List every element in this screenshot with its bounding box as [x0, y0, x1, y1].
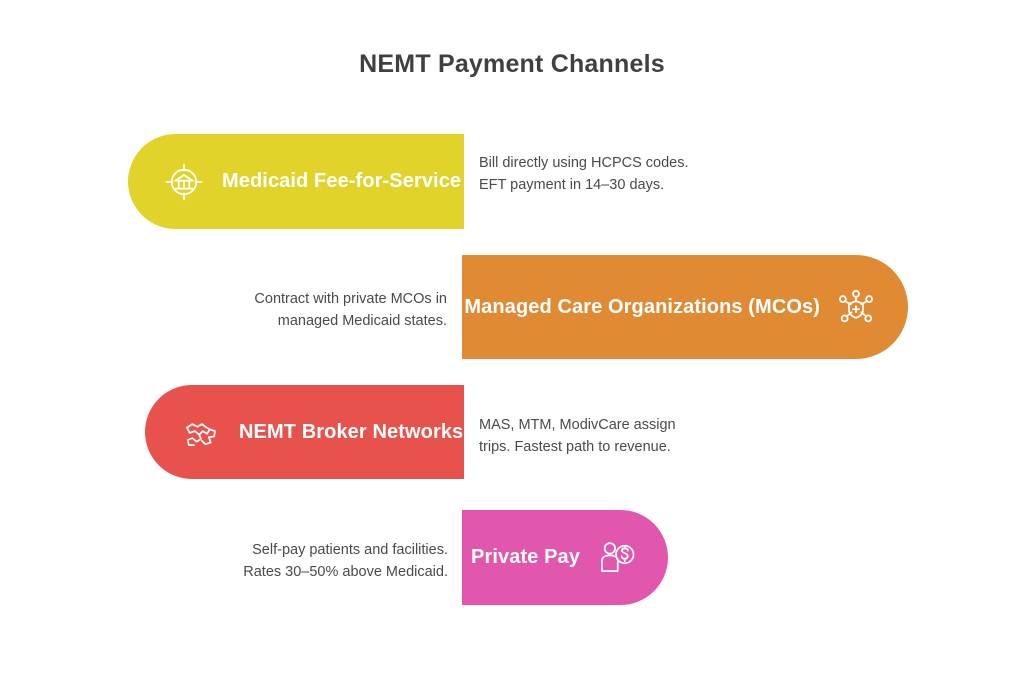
person-dollar-icon — [594, 536, 638, 580]
channel-label: Private Pay — [471, 546, 580, 568]
channel-label: Managed Care Organizations (MCOs) — [464, 295, 820, 318]
channel-label: Medicaid Fee-for-Service — [222, 170, 462, 192]
channel-bar-medicaid-fee-for-service[interactable]: Medicaid Fee-for-Service — [128, 134, 464, 229]
shield-network-icon — [834, 285, 878, 329]
handshake-network-icon — [179, 410, 223, 454]
channel-description-managed-care-organizations: Contract with private MCOs in managed Me… — [254, 291, 447, 330]
bank-target-icon — [162, 160, 206, 204]
channel-description-medicaid-fee-for-service: Bill directly using HCPCS codes. EFT pay… — [479, 155, 689, 194]
channel-bar-nemt-broker-networks[interactable]: NEMT Broker Networks — [145, 385, 464, 479]
channel-bar-managed-care-organizations[interactable]: Managed Care Organizations (MCOs) — [462, 255, 908, 359]
page-title: NEMT Payment Channels — [359, 50, 665, 78]
channel-description-private-pay: Self-pay patients and facilities. Rates … — [243, 542, 448, 581]
channel-label: NEMT Broker Networks — [239, 420, 464, 443]
channel-description-nemt-broker-networks: MAS, MTM, ModivCare assign trips. Fastes… — [479, 417, 676, 456]
channel-bar-private-pay[interactable]: Private Pay — [462, 510, 668, 605]
